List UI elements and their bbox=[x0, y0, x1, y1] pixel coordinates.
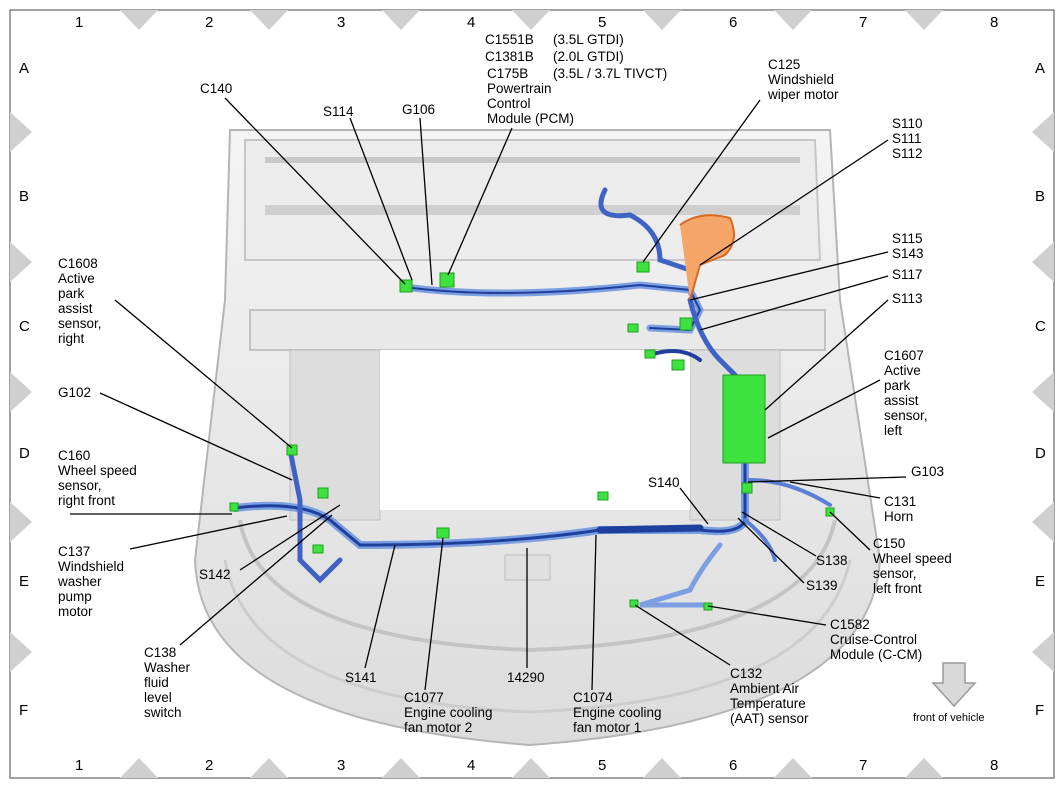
label-pcm: Powertrain Control Module (PCM) bbox=[487, 81, 575, 126]
label-c132: C132 Ambient Air Temperature (AAT) senso… bbox=[730, 666, 809, 726]
label-c1551b-note: (3.5L GTDI) bbox=[553, 32, 624, 47]
label-s140: S140 bbox=[648, 475, 680, 490]
label-c1551b: C1551B bbox=[485, 32, 534, 47]
label-g102: G102 bbox=[58, 385, 92, 400]
grid-col-4-top: 4 bbox=[467, 14, 476, 31]
label-c1381b: C1381B bbox=[485, 49, 534, 64]
front-arrow-icon bbox=[931, 662, 977, 708]
label-front-of-vehicle: front of vehicle bbox=[913, 712, 985, 724]
grid-row-a-right: A bbox=[1035, 60, 1046, 77]
grid-col-8-bottom: 8 bbox=[990, 757, 999, 774]
label-g103: G103 bbox=[911, 464, 945, 479]
grid-col-6-top: 6 bbox=[729, 14, 738, 31]
label-s114: S114 bbox=[323, 104, 354, 119]
grid-col-7-bottom: 7 bbox=[859, 757, 868, 774]
label-s139: S139 bbox=[806, 578, 838, 593]
label-c140: C140 bbox=[200, 81, 233, 96]
label-g106: G106 bbox=[402, 102, 436, 117]
grid-col-5-bottom: 5 bbox=[598, 757, 607, 774]
grid-col-3-bottom: 3 bbox=[337, 757, 346, 774]
label-c137: C137 Windshield washer pump motor bbox=[58, 544, 125, 619]
grid-row-f-right: F bbox=[1035, 702, 1045, 719]
grid-col-1-bottom: 1 bbox=[75, 757, 84, 774]
vehicle-body bbox=[193, 129, 882, 747]
label-c1381b-note: (2.0L GTDI) bbox=[553, 49, 624, 64]
grid-row-b-right: B bbox=[1035, 188, 1046, 205]
label-s117: S117 bbox=[892, 267, 923, 282]
grid-row-d-left: D bbox=[19, 445, 30, 462]
grid-col-2-top: 2 bbox=[205, 14, 214, 31]
label-c1607: C1607 Active park assist sensor, left bbox=[884, 348, 928, 438]
label-c125: C125 Windshield wiper motor bbox=[768, 57, 839, 102]
label-s115: S115 S143 bbox=[892, 231, 924, 261]
label-c1074: C1074 Engine cooling fan motor 1 bbox=[573, 690, 662, 735]
label-c150: C150 Wheel speed sensor, left front bbox=[873, 536, 952, 596]
label-s142: S142 bbox=[199, 567, 231, 582]
grid-row-e-left: E bbox=[19, 573, 30, 590]
label-14290: 14290 bbox=[507, 670, 545, 685]
label-c138: C138 Washer fluid level switch bbox=[144, 645, 191, 720]
grid-col-8-top: 8 bbox=[990, 14, 999, 31]
wiring-harness bbox=[231, 187, 832, 608]
label-s113: S113 bbox=[892, 291, 923, 306]
leader-lines bbox=[70, 97, 907, 691]
label-s110: S110 S111 S112 bbox=[892, 116, 923, 161]
grid-row-e-right: E bbox=[1035, 573, 1046, 590]
label-s138: S138 bbox=[816, 553, 848, 568]
label-c1608: C1608 Active park assist sensor, right bbox=[58, 256, 102, 346]
grid-col-4-bottom: 4 bbox=[467, 757, 476, 774]
label-c1582: C1582 Cruise-Control Module (C-CM) bbox=[830, 617, 923, 662]
grid-col-6-bottom: 6 bbox=[729, 757, 738, 774]
label-c131: C131 Horn bbox=[884, 494, 917, 524]
label-c175b-note: (3.5L / 3.7L TIVCT) bbox=[553, 66, 668, 81]
grid-row-f-left: F bbox=[19, 702, 29, 719]
wiper-motor-shape bbox=[679, 214, 735, 301]
label-c1077: C1077 Engine cooling fan motor 2 bbox=[404, 690, 493, 735]
grid-col-7-top: 7 bbox=[859, 14, 868, 31]
connectors bbox=[229, 261, 835, 611]
grid-row-a-left: A bbox=[19, 60, 30, 77]
label-s141: S141 bbox=[345, 670, 377, 685]
label-c175b: C175B bbox=[487, 66, 529, 81]
label-c160: C160 Wheel speed sensor, right front bbox=[58, 448, 137, 508]
grid-row-c-right: C bbox=[1035, 318, 1046, 335]
grid-row-d-right: D bbox=[1035, 445, 1046, 462]
grid-markers bbox=[10, 10, 1054, 778]
grid-row-b-left: B bbox=[19, 188, 30, 205]
grid-col-5-top: 5 bbox=[598, 14, 607, 31]
grid-col-1-top: 1 bbox=[75, 14, 84, 31]
grid-col-2-bottom: 2 bbox=[205, 757, 214, 774]
grid-row-c-left: C bbox=[19, 318, 30, 335]
grid-col-3-top: 3 bbox=[337, 14, 346, 31]
